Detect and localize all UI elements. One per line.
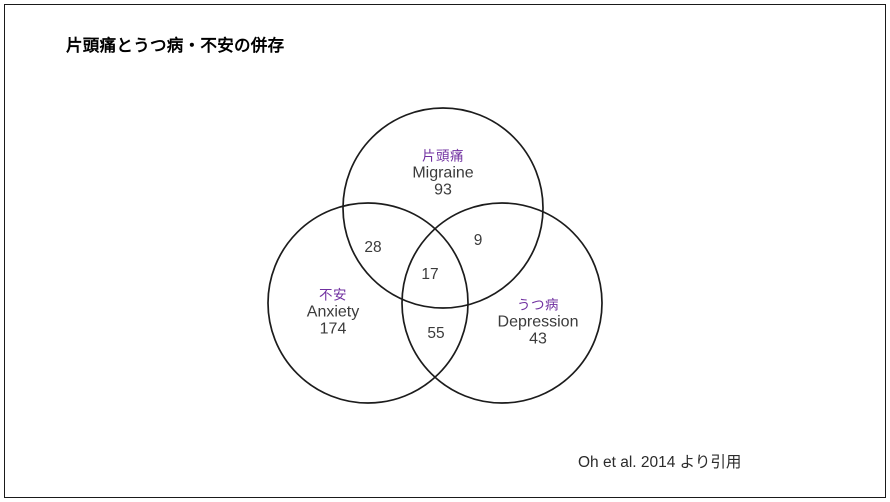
- value-anxiety-depression: 55: [427, 325, 445, 342]
- circle-migraine: [342, 107, 544, 309]
- circle-anxiety: [267, 202, 469, 404]
- label-depression: うつ病 Depression 43: [498, 298, 579, 349]
- citation: Oh et al. 2014 より引用: [578, 454, 742, 471]
- label-migraine-jp: 片頭痛: [421, 148, 464, 164]
- label-depression-en: Depression: [497, 313, 579, 331]
- value-migraine-anxiety: 28: [364, 239, 382, 256]
- label-anxiety: 不安 Anxiety 174: [307, 288, 359, 339]
- label-depression-jp: うつ病: [517, 297, 559, 313]
- label-anxiety-en: Anxiety: [306, 303, 360, 321]
- label-anxiety-value: 174: [319, 320, 347, 338]
- label-migraine-en: Migraine: [412, 164, 474, 182]
- value-all-three: 17: [421, 266, 439, 283]
- label-depression-value: 43: [529, 330, 547, 348]
- label-anxiety-jp: 不安: [319, 287, 347, 303]
- value-migraine-depression: 9: [473, 232, 483, 249]
- page-title: 片頭痛とうつ病・不安の併存: [66, 37, 285, 55]
- label-migraine-value: 93: [434, 181, 452, 199]
- label-migraine: 片頭痛 Migraine 93: [412, 149, 473, 200]
- circle-depression: [401, 202, 603, 404]
